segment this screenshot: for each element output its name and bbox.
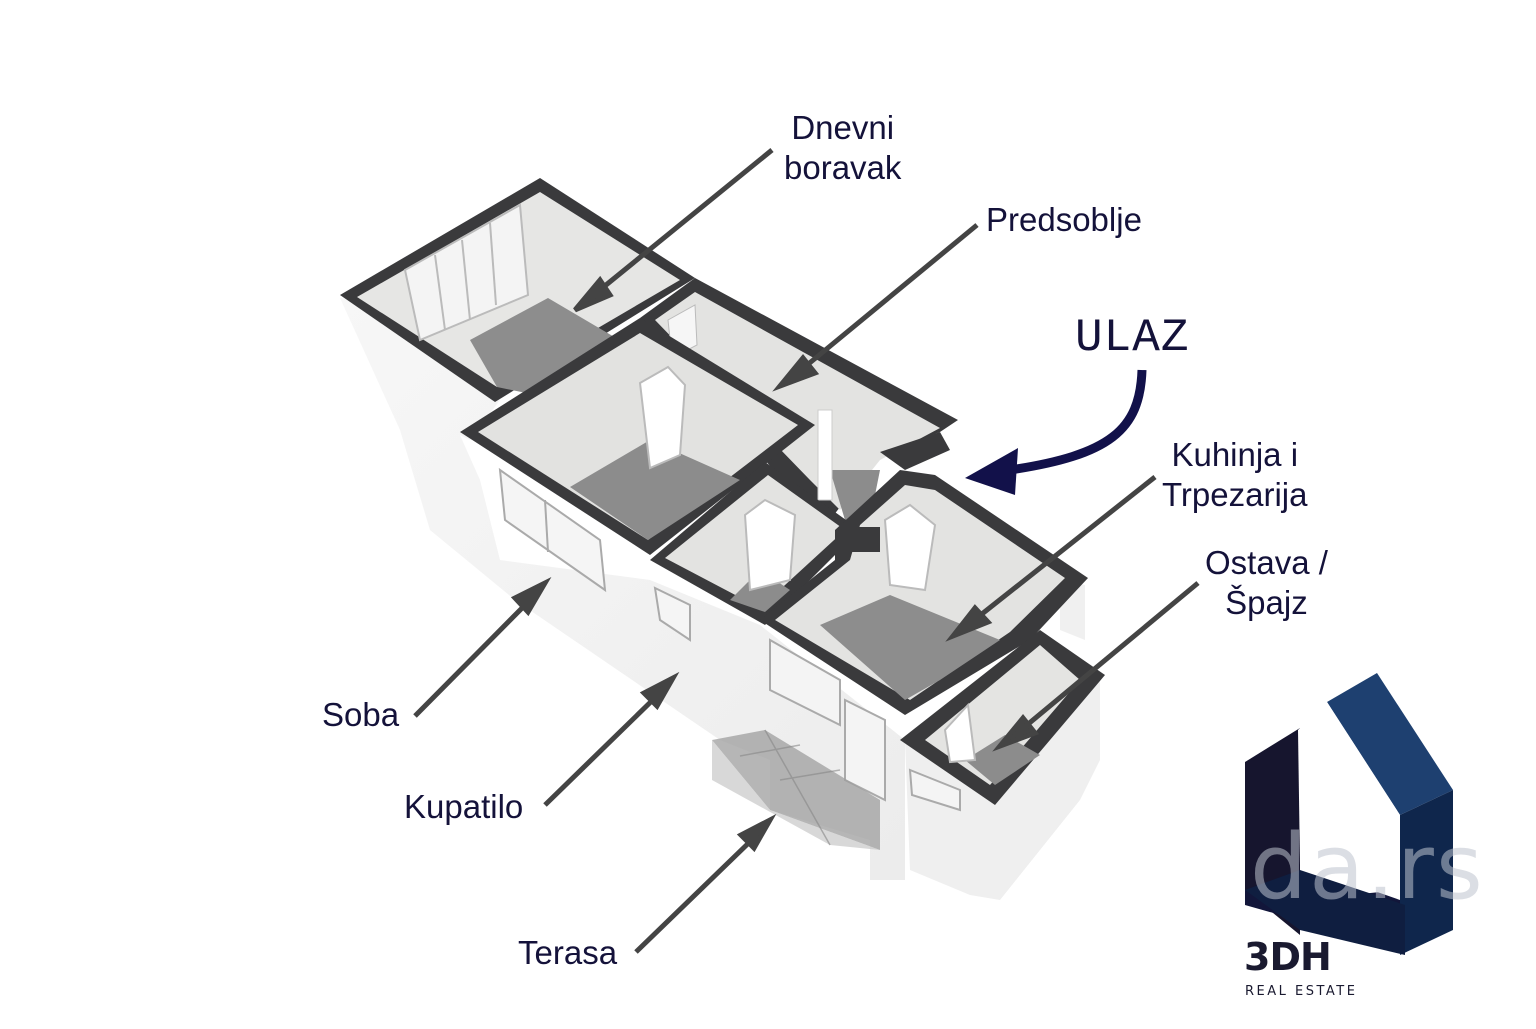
label-dnevni-boravak: Dnevni boravak <box>784 108 901 188</box>
room-terasa <box>712 729 880 850</box>
label-ostava: Ostava / Špajz <box>1205 543 1328 623</box>
label-arrows <box>413 148 1200 954</box>
label-line: Kuhinja i <box>1171 436 1299 473</box>
label-terasa: Terasa <box>518 933 617 973</box>
exterior-openings <box>769 638 961 812</box>
room-ostava <box>900 630 1105 805</box>
room-dnevni-boravak <box>340 178 695 402</box>
arrow-kuhinja <box>966 475 1157 627</box>
label-line: Špajz <box>1225 584 1308 621</box>
arrow-ostava <box>1013 581 1200 737</box>
label-line: Terasa <box>518 934 618 971</box>
label-kupatilo: Kupatilo <box>404 787 523 827</box>
brand-subtitle: REAL ESTATE <box>1245 984 1358 999</box>
label-line: Ostava / <box>1205 544 1328 581</box>
label-line: Dnevni <box>791 109 895 146</box>
label-line: Trpezarija <box>1162 476 1308 513</box>
label-line: Soba <box>322 696 400 733</box>
logo-3dh-mark <box>1245 673 1453 955</box>
label-soba: Soba <box>322 695 399 735</box>
arrow-kupatilo <box>543 688 665 807</box>
entrance-arrow <box>965 369 1147 495</box>
brand-name: 3DH <box>1244 935 1332 979</box>
label-kuhinja: Kuhinja i Trpezarija <box>1162 435 1308 515</box>
label-line: boravak <box>784 149 902 186</box>
arrow-dnevni-boravak <box>588 148 774 300</box>
entrance-label: ULAZ <box>1075 312 1190 364</box>
watermark: da.rs <box>1250 815 1485 920</box>
room-kuhinja <box>760 432 1088 715</box>
label-line: Kupatilo <box>404 788 524 825</box>
label-line: Predsoblje <box>986 201 1142 238</box>
room-kupatilo <box>650 462 860 642</box>
arrow-soba <box>413 593 537 718</box>
room-soba <box>460 318 815 593</box>
arrow-predsoblje <box>793 223 979 377</box>
label-predsoblje: Predsoblje <box>986 200 1142 240</box>
arrow-terasa <box>634 830 762 954</box>
